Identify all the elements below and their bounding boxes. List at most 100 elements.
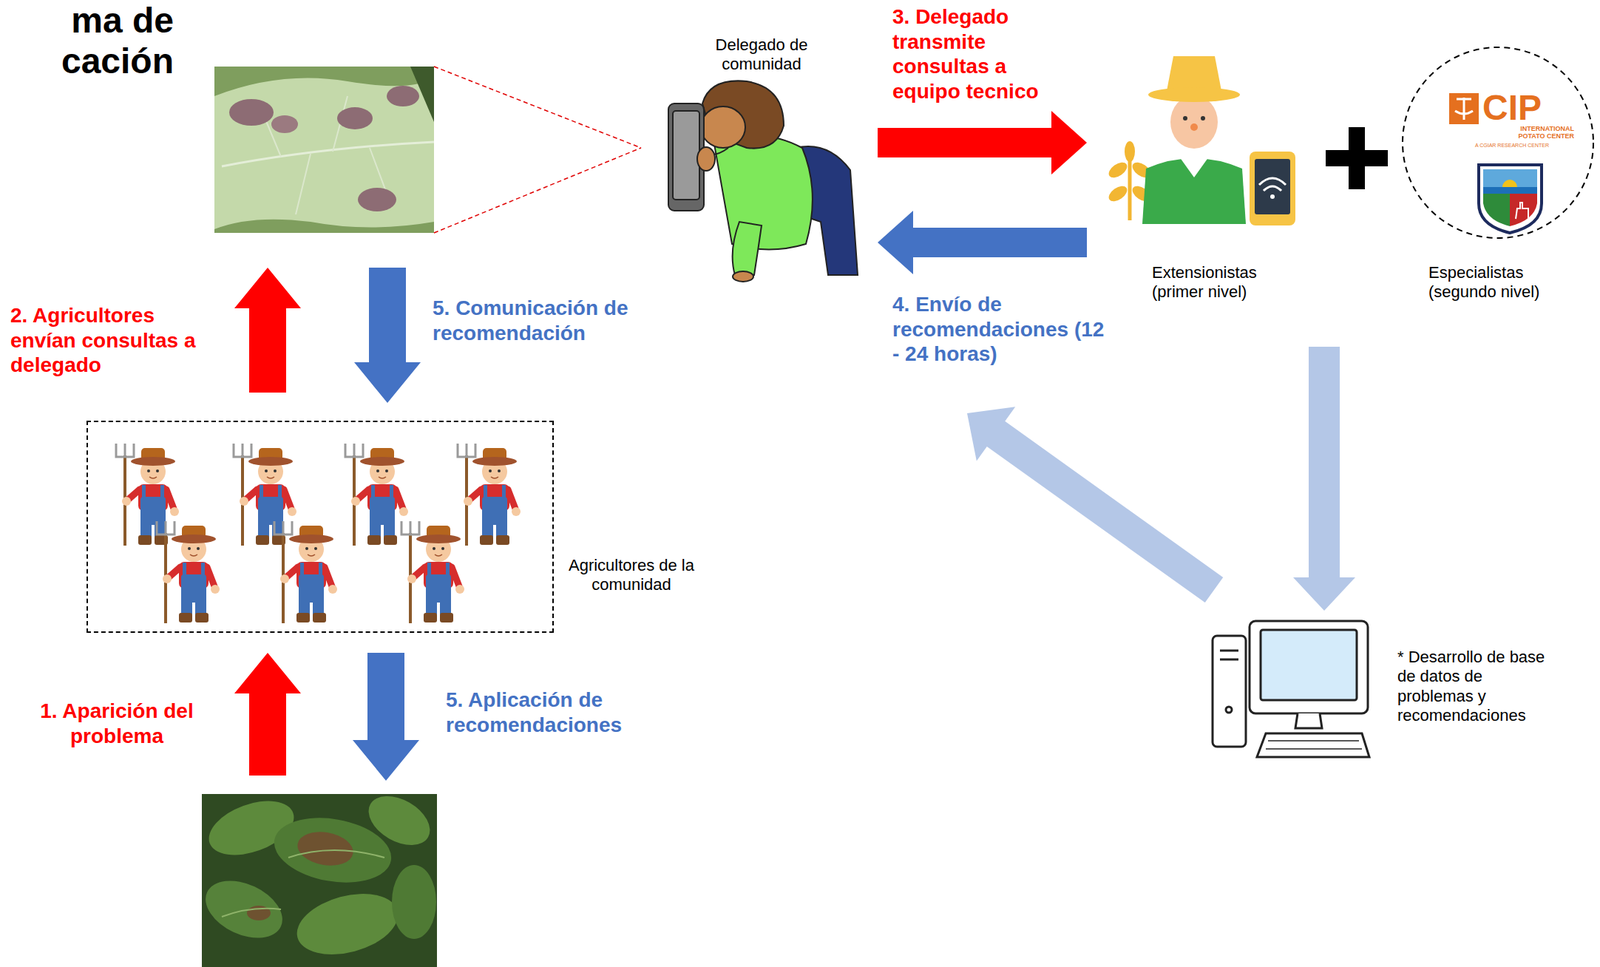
leaf-photo xyxy=(337,107,373,130)
zoom-lines xyxy=(434,147,642,233)
node-label: Delegado de comunidad xyxy=(698,35,825,75)
foliage-photo xyxy=(391,865,437,940)
extensionist-figure xyxy=(1106,56,1296,226)
farmers-group xyxy=(116,443,179,546)
university-shield xyxy=(1483,193,1510,227)
leaf-photo xyxy=(271,115,298,134)
extensionist-figure xyxy=(1148,87,1240,103)
foliage-photo xyxy=(196,785,439,967)
computer-icon xyxy=(1265,740,1362,749)
plus-sign xyxy=(1325,127,1388,190)
cip-emblem xyxy=(1449,93,1479,125)
actor-node: Delegado de comunidad xyxy=(650,29,873,285)
step-label: 5. Aplicación de recomendaciones xyxy=(445,687,668,738)
leaf-photo xyxy=(214,76,435,230)
node-label: Extensionistas (primer nivel) xyxy=(1151,263,1300,303)
block-arrow xyxy=(877,110,1087,175)
delegate-figure xyxy=(700,106,746,148)
university-shield xyxy=(1515,202,1529,219)
process-arrow xyxy=(352,652,420,781)
university-shield xyxy=(1478,164,1542,233)
delegate-figure xyxy=(668,80,858,282)
farmers-group xyxy=(233,443,297,546)
process-arrow xyxy=(234,652,301,776)
cip-emblem xyxy=(1455,97,1473,120)
extensionist-figure xyxy=(1106,158,1130,181)
edge-label: 4. Envío de recomendaciones (12 - 24 hor… xyxy=(892,292,1107,367)
delegate-figure xyxy=(732,221,762,276)
computer-icon xyxy=(1260,629,1357,701)
leaf-photo xyxy=(357,187,397,212)
zoom-lines xyxy=(434,66,642,233)
extensionist-figure xyxy=(1270,194,1275,199)
extensionist-figure xyxy=(1106,182,1130,205)
university-shield xyxy=(1478,164,1542,233)
farmers-group xyxy=(345,443,409,546)
leaf-photo xyxy=(410,66,435,122)
process-arrow xyxy=(354,267,421,403)
farmers-group xyxy=(274,521,338,624)
delegate-figure xyxy=(732,271,754,282)
university-shield xyxy=(1509,193,1538,227)
process-arrow xyxy=(234,267,301,393)
university-shield xyxy=(1483,187,1538,194)
delegate-figure xyxy=(714,136,813,250)
foliage-photo xyxy=(295,828,356,871)
step-label: 2. Agricultores envían consultas a deleg… xyxy=(10,303,214,378)
computer-icon xyxy=(1212,635,1246,747)
extensionist-figure xyxy=(1259,178,1286,191)
database-node: * Desarrollo de base de datos de problem… xyxy=(1208,612,1564,768)
extensionist-figure xyxy=(1182,116,1188,121)
delegate-figure xyxy=(697,147,715,171)
computer-icon xyxy=(1295,713,1322,729)
extensionist-figure xyxy=(1190,123,1198,131)
leaf-photo xyxy=(214,66,435,233)
computer-icon xyxy=(1212,621,1370,758)
block-arrow xyxy=(877,210,1087,275)
extensionist-figure xyxy=(1249,151,1296,226)
delegate-figure xyxy=(672,110,700,200)
node-label: Agricultores de la comunidad xyxy=(561,556,702,596)
extensionist-figure xyxy=(1124,141,1135,162)
block-arrow xyxy=(967,406,1223,603)
node-label: * Desarrollo de base de datos de problem… xyxy=(1397,647,1546,727)
block-arrow xyxy=(1293,346,1356,611)
computer-icon xyxy=(1219,658,1239,661)
circle-outline xyxy=(1402,47,1594,239)
computer-icon xyxy=(1225,706,1232,713)
logo-text: CIP xyxy=(1482,90,1564,126)
group-box: Agricultores de la comunidad xyxy=(86,420,554,633)
leaf-photo xyxy=(386,85,420,107)
extensionist-figure xyxy=(1179,156,1209,178)
extensionist-figure xyxy=(1254,158,1291,215)
logo-text: INTERNATIONAL POTATO CENTER xyxy=(1512,125,1575,141)
farmers-group xyxy=(457,443,521,546)
computer-icon xyxy=(1249,621,1368,714)
specialist-circle: Especialistas (segundo nivel)CIPINTERNAT… xyxy=(1401,45,1595,240)
step-label: 1. Aparición del problema xyxy=(28,698,206,749)
foliage-photo xyxy=(221,850,385,917)
farmers-group xyxy=(116,443,521,624)
farmers-group xyxy=(401,521,465,624)
edge-label: 3. Delegado transmite consultas a equipo… xyxy=(892,4,1078,104)
farmers-group xyxy=(156,521,220,624)
actor-node: Extensionistas (primer nivel) xyxy=(1096,40,1327,309)
cip-emblem xyxy=(1449,93,1479,125)
plus-sign xyxy=(1325,150,1388,167)
computer-icon xyxy=(1219,649,1239,653)
foliage-photo xyxy=(290,883,406,965)
step-label: 5. Comunicación de recomendación xyxy=(432,295,677,346)
leaf-photo xyxy=(221,141,435,167)
node-label: Especialistas (segundo nivel) xyxy=(1428,263,1562,303)
leaf-photo xyxy=(214,66,435,233)
zoom-lines xyxy=(434,66,642,148)
extensionist-figure xyxy=(1170,95,1218,149)
logo-text: A CGIAR RESEARCH CENTER xyxy=(1475,142,1579,149)
diagram-title: ma de cación xyxy=(22,0,174,82)
process-arrow xyxy=(234,267,421,781)
foliage-photo xyxy=(360,785,439,855)
